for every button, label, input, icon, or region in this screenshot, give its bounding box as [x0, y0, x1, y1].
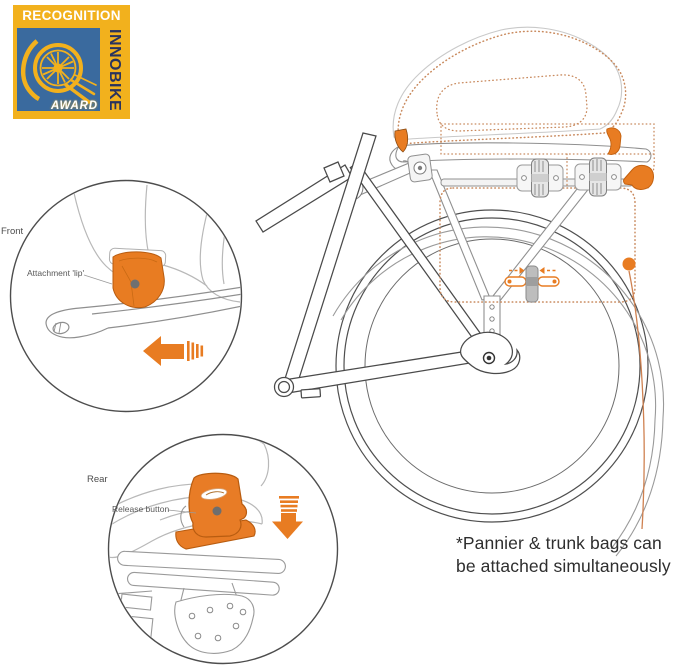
- direction-arrow-left-icon: [143, 336, 204, 366]
- footnote-leader-line: [628, 270, 645, 530]
- rear-detail-circle: [107, 433, 339, 665]
- release-button-logo: [200, 488, 228, 500]
- attachment-lip: [112, 251, 165, 309]
- front-attachment-lip-small: [394, 128, 409, 153]
- trunk-bag-dotted-outline: [397, 30, 655, 189]
- rear-fender: [332, 226, 665, 557]
- front-annotation-leader: [83, 274, 113, 285]
- badge-award-text: AWARD: [51, 100, 98, 112]
- bicycle-frame: [255, 132, 521, 399]
- footnote: *Pannier & trunk bags can be attached si…: [456, 532, 679, 577]
- release-button-annotation: Release button: [112, 504, 170, 514]
- rear-attachment-clip-small: [606, 127, 622, 155]
- front-detail-content: [45, 184, 241, 366]
- footnote-line-1: *Pannier & trunk bags can: [456, 533, 662, 553]
- rear-annotation-leader: [167, 509, 197, 514]
- slide-arrows-icon: [509, 267, 556, 274]
- rear-detail-content: [109, 435, 303, 654]
- chain-stay: [287, 350, 471, 394]
- badge-blue-panel: [17, 28, 100, 111]
- rack-rear-view: [109, 550, 286, 654]
- rear-detail-label: Rear: [87, 474, 108, 485]
- kickstand-plate: [300, 388, 322, 399]
- pannier-marker-dot: [622, 257, 636, 271]
- rack-rail-clamps: [516, 157, 622, 198]
- attachment-lip-annotation: Attachment 'lip': [27, 268, 85, 278]
- pannier-clamp: [504, 265, 560, 303]
- innobike-award-badge: RECOGNITION: [13, 5, 130, 119]
- bike-wheel-icon: [20, 39, 97, 104]
- seat-clamp-boss: [323, 161, 345, 183]
- rack-rail-loop: [45, 286, 241, 339]
- release-lever: [623, 164, 654, 190]
- front-detail-label: Front: [1, 226, 24, 237]
- direction-arrow-down-icon: [272, 496, 303, 539]
- release-button: [175, 472, 256, 550]
- footnote-line-2: be attached simultaneously: [456, 555, 671, 576]
- trunk-bag-body: [392, 26, 623, 140]
- pannier-bag-dotted-outline: [439, 187, 636, 303]
- badge-recognition-text: RECOGNITION: [22, 8, 121, 23]
- badge-innobike-text: INNOBIKE: [106, 29, 123, 112]
- rear-wheel: [335, 209, 649, 523]
